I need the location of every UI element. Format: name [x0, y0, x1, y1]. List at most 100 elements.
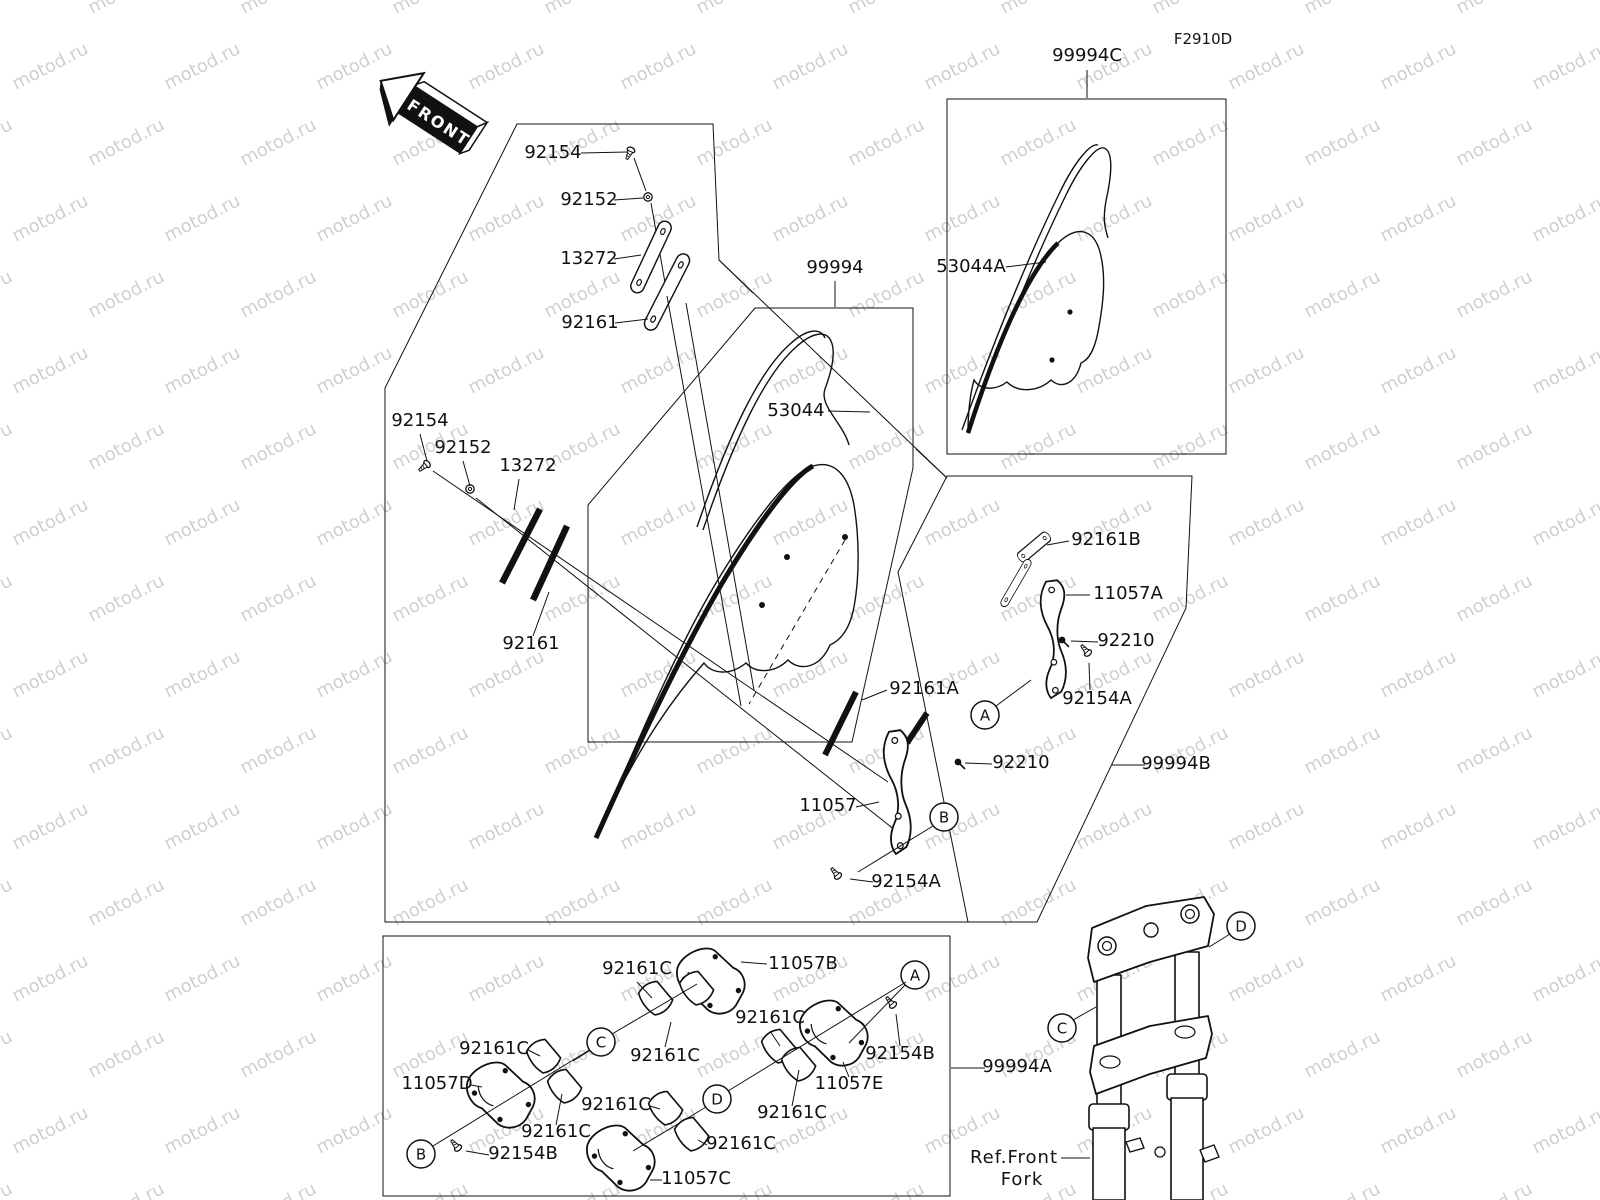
screw-92154a-mid: [827, 865, 844, 882]
part-label: 11057C: [661, 1168, 731, 1189]
watermark-text: motod.ru: [237, 114, 320, 170]
watermark-text: motod.ru: [1453, 0, 1536, 18]
watermark-text: motod.ru: [0, 722, 16, 778]
part-label: 92154A: [1062, 688, 1132, 709]
watermark-text: motod.ru: [1377, 494, 1460, 550]
watermark-text: motod.ru: [161, 646, 244, 702]
watermark-text: motod.ru: [237, 874, 320, 930]
part-label: 99994B: [1141, 753, 1211, 774]
leader-line: [419, 433, 428, 462]
part-label: 92154B: [488, 1143, 558, 1164]
leader-line: [664, 1021, 672, 1048]
outline-segment: [718, 259, 948, 479]
watermark-text: motod.ru: [465, 646, 548, 702]
watermark-text: motod.ru: [85, 722, 168, 778]
watermark-text: motod.ru: [617, 798, 700, 854]
watermark-text: motod.ru: [85, 0, 168, 18]
washer-92152-top: [643, 192, 653, 202]
part-label: 92161: [502, 633, 559, 654]
part-label: 92152: [434, 437, 491, 458]
windshield-53044a: [965, 230, 1105, 434]
part-label: 92161A: [889, 678, 959, 699]
watermark-text: motod.ru: [9, 1102, 92, 1158]
part-label: 92154A: [871, 871, 941, 892]
damper-strip-92161a-1: [822, 690, 859, 757]
leader-line: [861, 689, 888, 701]
watermark-text: motod.ru: [541, 722, 624, 778]
watermark-text: motod.ru: [1225, 38, 1308, 94]
part-label: 92210: [992, 752, 1049, 773]
leader-line: [791, 1069, 800, 1107]
callout-letter: D: [711, 1091, 723, 1109]
callout-letter: B: [416, 1146, 426, 1164]
part-label: 13272: [499, 455, 556, 476]
watermark-text: motod.ru: [9, 798, 92, 854]
part-label: 99994C: [1052, 45, 1122, 66]
leader-line: [462, 460, 471, 487]
watermark-text: motod.ru: [541, 0, 624, 18]
watermark-text: motod.ru: [997, 418, 1080, 474]
watermark-text: motod.ru: [1301, 570, 1384, 626]
callout-circle: [586, 1027, 616, 1057]
watermark-text: motod.ru: [85, 418, 168, 474]
watermark-text: motod.ru: [769, 38, 852, 94]
part-label: 13272: [560, 248, 617, 269]
watermark-text: motod.ru: [1453, 114, 1536, 170]
watermark-text: motod.ru: [0, 1026, 16, 1082]
watermark-text: motod.ru: [1377, 342, 1460, 398]
leader-line: [555, 1093, 563, 1126]
watermark-text: motod.ru: [1073, 342, 1156, 398]
callout-line: [611, 983, 698, 1035]
watermark-text: motod.ru: [1377, 798, 1460, 854]
callout-circle: [1226, 911, 1256, 941]
part-label: 92161C: [521, 1121, 591, 1142]
leader-line: [465, 1150, 490, 1156]
watermark-text: motod.ru: [0, 1178, 16, 1200]
watermark-text: motod.ru: [313, 342, 396, 398]
watermark-text: motod.ru: [1529, 950, 1600, 1006]
part-label: 92161C: [630, 1045, 700, 1066]
watermark-text: motod.ru: [617, 646, 700, 702]
watermark-text: motod.ru: [161, 1102, 244, 1158]
watermark-text: motod.ru: [845, 1178, 928, 1200]
watermark-text: motod.ru: [1301, 1178, 1384, 1200]
watermark-text: motod.ru: [1225, 494, 1308, 550]
front-arrow-head: [379, 71, 426, 123]
part-label: 11057: [799, 795, 856, 816]
watermark-text: motod.ru: [1529, 798, 1600, 854]
leader-line: [855, 801, 880, 808]
watermark-text: motod.ru: [85, 1026, 168, 1082]
damper-strip-92161b: [1015, 529, 1053, 565]
watermark-text: motod.ru: [465, 342, 548, 398]
watermark-text: motod.ru: [1529, 494, 1600, 550]
watermark-text: motod.ru: [921, 950, 1004, 1006]
watermark-text: motod.ru: [85, 266, 168, 322]
leader-line: [614, 318, 649, 324]
callout-circle: [970, 700, 1000, 730]
watermark-text: motod.ru: [389, 0, 472, 18]
watermark-text: motod.ru: [693, 0, 776, 18]
ref-front-fork-note-line1: Ref.Front: [970, 1147, 1058, 1168]
watermark-text: motod.ru: [1529, 190, 1600, 246]
part-label: 11057D: [401, 1073, 472, 1094]
watermark-text: motod.ru: [237, 1026, 320, 1082]
front-arrow-side-face: [457, 120, 490, 156]
leader-line: [849, 878, 874, 883]
part-label: 92152: [560, 189, 617, 210]
watermark-text: motod.ru: [1453, 570, 1536, 626]
watermark-text: motod.ru: [1225, 342, 1308, 398]
watermark-text: motod.ru: [0, 114, 16, 170]
callout-circle: [900, 960, 930, 990]
part-label: 92154: [391, 410, 448, 431]
leader-line: [697, 1139, 708, 1146]
callout-line: [1208, 933, 1231, 948]
part-label: 99994A: [982, 1056, 1052, 1077]
pin-92210-b: [953, 757, 966, 770]
watermark-text: motod.ru: [1377, 190, 1460, 246]
watermark-text: motod.ru: [1301, 874, 1384, 930]
watermark-text: motod.ru: [1453, 266, 1536, 322]
callout-circle: [406, 1139, 436, 1169]
callout-line: [572, 1050, 590, 1062]
windshield-c-box-outline: [946, 98, 1227, 455]
watermark-text: motod.ru: [237, 418, 320, 474]
